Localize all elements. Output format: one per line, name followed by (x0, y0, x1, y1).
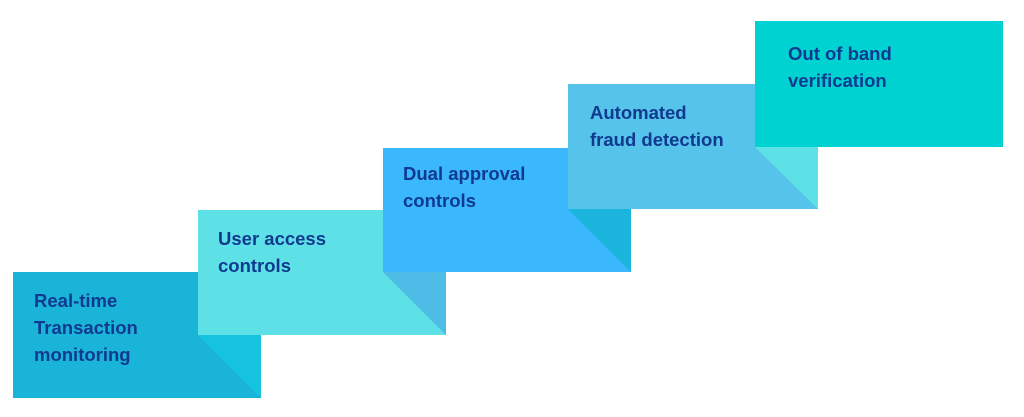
step-label-3: Dual approval controls (403, 163, 526, 211)
step-fold-2 (383, 272, 446, 335)
step-label-1: Real-time Transaction monitoring (34, 290, 138, 365)
step-box-5 (755, 21, 1003, 147)
step-fold-4 (755, 147, 818, 209)
step-fold-1 (198, 335, 261, 398)
step-label-2: User access controls (218, 228, 327, 276)
step-fold-3 (568, 209, 631, 272)
step-label-5: Out of band verification (788, 43, 892, 91)
step-label-4: Automated fraud detection (590, 102, 724, 150)
